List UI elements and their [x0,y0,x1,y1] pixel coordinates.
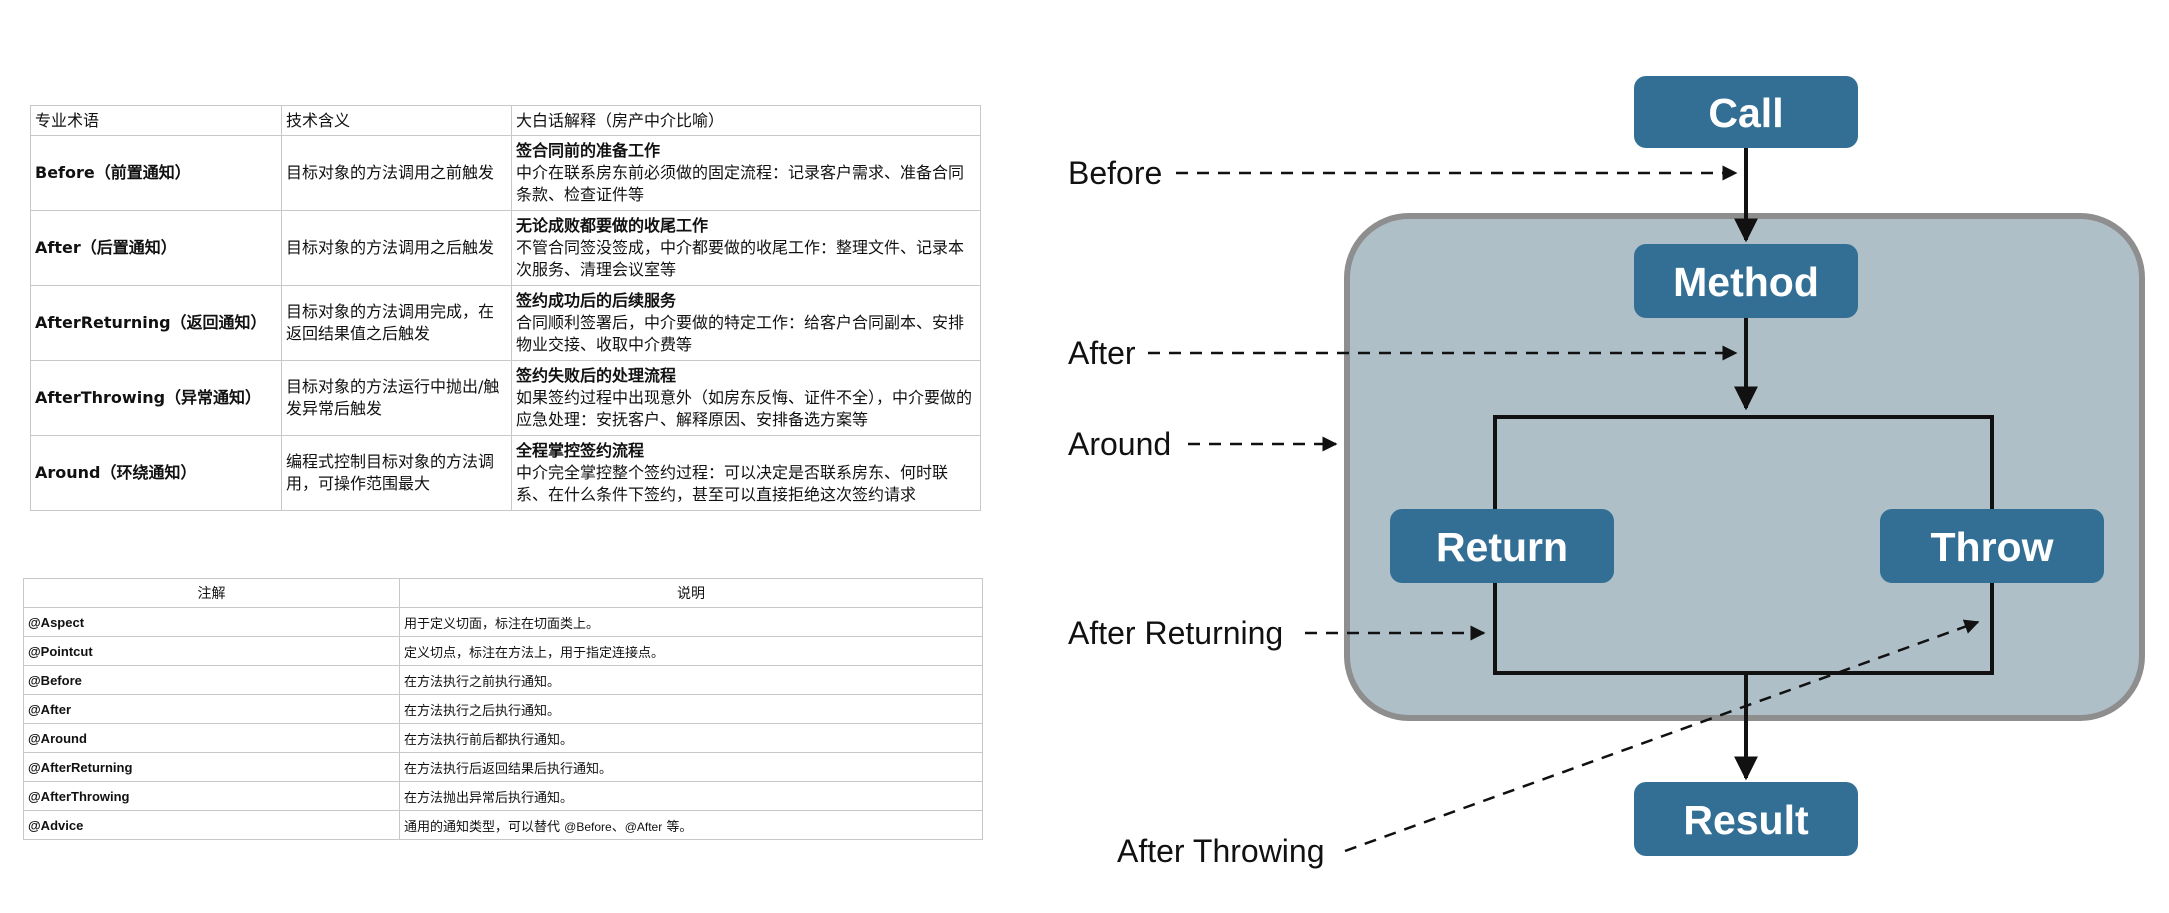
method-label: Method [1673,259,1819,305]
explain-body: 如果签约过程中出现意外（如房东反悔、证件不全），中介要做的应急处理：安抚客户、解… [516,388,973,429]
meaning-cell: 目标对象的方法运行中抛出/触发异常后触发 [281,360,512,436]
return-node: Return [1390,509,1614,583]
header-cell: 说明 [399,578,983,608]
explain-body: 合同顺利签署后，中介要做的特定工作：给客户合同副本、安排物业交接、收取中介费等 [516,313,965,354]
annotation-desc: 在方法执行后返回结果后执行通知。 [399,752,983,782]
table-header-row: 注解 说明 [23,578,983,608]
term-cell: AfterThrowing（异常通知） [30,360,282,436]
call-label: Call [1708,90,1783,136]
explain-title: 签约失败后的处理流程 [516,366,677,385]
explain-title: 签合同前的准备工作 [516,141,661,160]
table-row: @After 在方法执行之后执行通知。 [23,694,983,724]
after-returning-label: After Returning [1068,615,1283,651]
after-throwing-label: After Throwing [1117,833,1325,869]
explain-cell: 签约失败后的处理流程 如果签约过程中出现意外（如房东反悔、证件不全），中介要做的… [511,360,981,436]
table-row: @Before 在方法执行之前执行通知。 [23,665,983,695]
header-cell: 技术含义 [281,105,512,136]
meaning-cell: 目标对象的方法调用之前触发 [281,135,512,211]
table-header-row: 专业术语 技术含义 大白话解释（房产中介比喻） [30,105,981,136]
meaning-cell: 目标对象的方法调用之后触发 [281,210,512,286]
annotations-table: 注解 说明 @Aspect 用于定义切面，标注在切面类上。 @Pointcut … [23,578,983,840]
result-node: Result [1634,782,1858,856]
explain-body: 不管合同签没签成，中介都要做的收尾工作：整理文件、记录本次服务、清理会议室等 [516,238,965,279]
throw-node: Throw [1880,509,2104,583]
after-throwing-pointer [1344,619,1980,853]
around-label: Around [1068,426,1171,462]
annotation-desc: 在方法执行前后都执行通知。 [399,723,983,753]
meaning-cell: 目标对象的方法调用完成，在返回结果值之后触发 [281,285,512,361]
explain-title: 签约成功后的后续服务 [516,291,677,310]
term-cell: After（后置通知） [30,210,282,286]
table-row: After（后置通知） 目标对象的方法调用之后触发 无论成败都要做的收尾工作 不… [30,210,981,286]
table-row: AfterThrowing（异常通知） 目标对象的方法运行中抛出/触发异常后触发… [30,360,981,436]
table-row: @Advice 通用的通知类型，可以替代 @Before、@After 等。 [23,810,983,840]
desc-prefix: 通用的通知类型，可以替代 [404,819,565,835]
explain-cell: 签合同前的准备工作 中介在联系房东前必须做的固定流程：记录客户需求、准备合同条款… [511,135,981,211]
annotation-desc: 通用的通知类型，可以替代 @Before、@After 等。 [399,810,983,840]
explain-body: 中介完全掌控整个签约过程：可以决定是否联系房东、何时联系、在什么条件下签约，甚至… [516,463,949,504]
header-cell: 注解 [23,578,400,608]
header-cell: 专业术语 [30,105,282,136]
explain-cell: 签约成功后的后续服务 合同顺利签署后，中介要做的特定工作：给客户合同副本、安排物… [511,285,981,361]
explain-cell: 无论成败都要做的收尾工作 不管合同签没签成，中介都要做的收尾工作：整理文件、记录… [511,210,981,286]
code-after: @After [624,819,663,834]
term-cell: Before（前置通知） [30,135,282,211]
annotation-name: @Advice [23,810,400,840]
meaning-cell: 编程式控制目标对象的方法调用，可操作范围最大 [281,435,512,511]
table-row: @AfterReturning 在方法执行后返回结果后执行通知。 [23,752,983,782]
table-row: Before（前置通知） 目标对象的方法调用之前触发 签合同前的准备工作 中介在… [30,135,981,211]
before-label: Before [1068,155,1162,191]
desc-sep: 、 [611,819,625,835]
call-node: Call [1634,76,1858,148]
term-cell: AfterReturning（返回通知） [30,285,282,361]
table-row: @Around 在方法执行前后都执行通知。 [23,723,983,753]
code-before: @Before [564,819,612,834]
throw-label: Throw [1931,524,2054,570]
annotation-desc: 定义切点，标注在方法上，用于指定连接点。 [399,636,983,666]
table-row: AfterReturning（返回通知） 目标对象的方法调用完成，在返回结果值之… [30,285,981,361]
method-node: Method [1634,244,1858,318]
annotation-desc: 在方法执行之前执行通知。 [399,665,983,695]
term-cell: Around（环绕通知） [30,435,282,511]
explain-body: 中介在联系房东前必须做的固定流程：记录客户需求、准备合同条款、检查证件等 [516,163,965,204]
annotation-name: @Before [23,665,400,695]
result-label: Result [1683,797,1809,843]
after-label: After [1068,335,1136,371]
annotation-name: @After [23,694,400,724]
explain-cell: 全程掌控签约流程 中介完全掌控整个签约过程：可以决定是否联系房东、何时联系、在什… [511,435,981,511]
return-label: Return [1436,524,1568,570]
desc-suffix: 等。 [662,819,693,835]
explain-title: 无论成败都要做的收尾工作 [516,216,709,235]
table-row: @Pointcut 定义切点，标注在方法上，用于指定连接点。 [23,636,983,666]
explain-title: 全程掌控签约流程 [516,441,645,460]
advice-terms-table: 专业术语 技术含义 大白话解释（房产中介比喻） Before（前置通知） 目标对… [30,105,981,511]
table-row: Around（环绕通知） 编程式控制目标对象的方法调用，可操作范围最大 全程掌控… [30,435,981,511]
